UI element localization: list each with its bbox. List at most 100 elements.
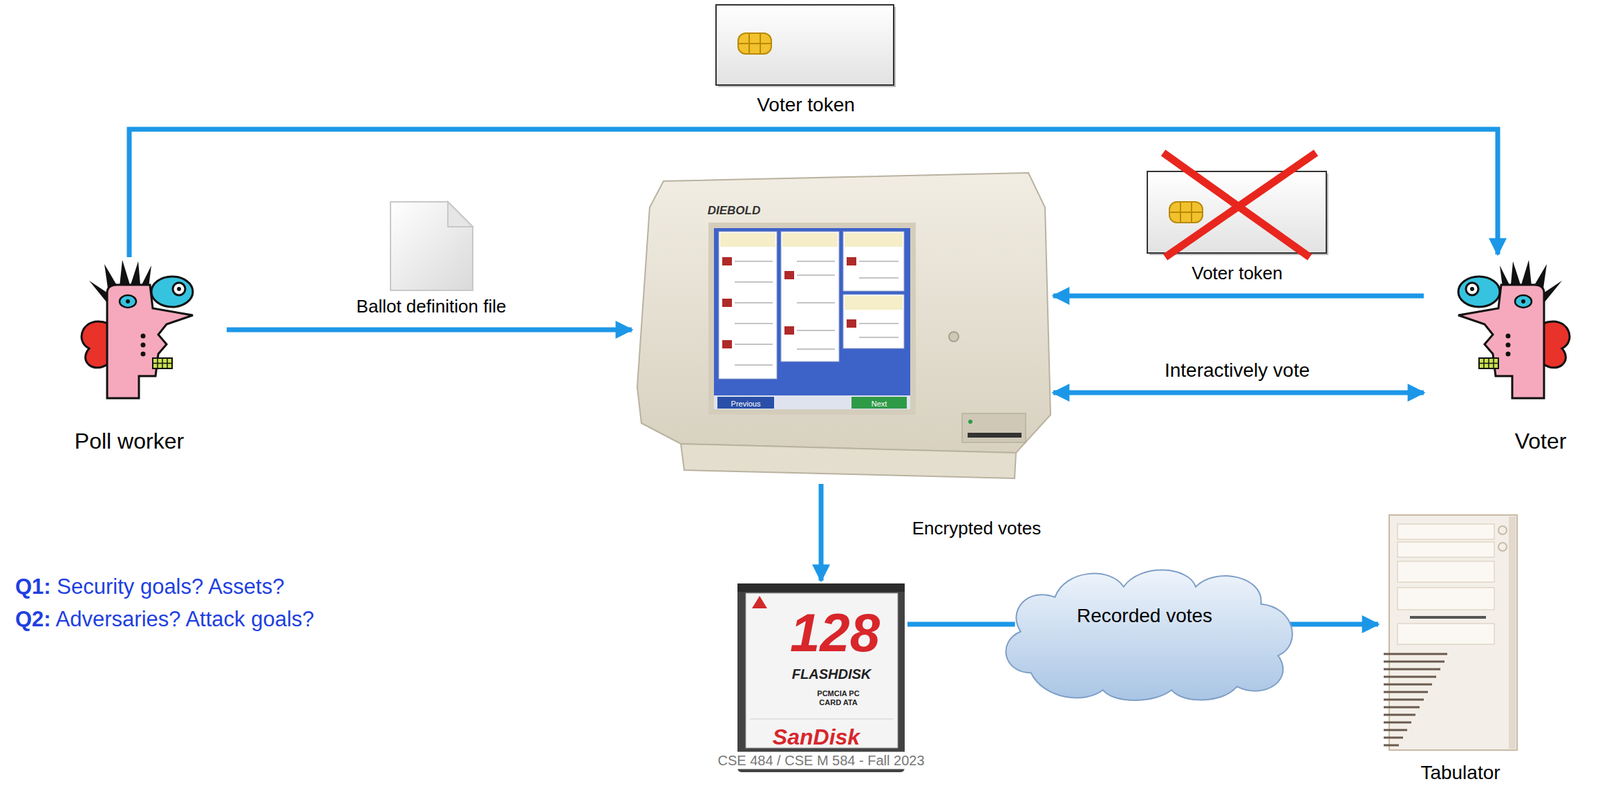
flow-arrow <box>819 483 824 581</box>
button-text: Next <box>871 399 888 409</box>
question-body: Adversaries? Attack goals? <box>51 606 315 632</box>
voting-machine-part <box>796 260 835 262</box>
voter-token-card <box>716 4 896 88</box>
text-slot: CSE 484 / CSE M 584 - Fall 2023 <box>713 751 929 770</box>
capacity-text: 128 <box>789 601 880 665</box>
edge-label: Ballot definition file <box>353 296 510 318</box>
flow-arrow <box>1289 622 1379 627</box>
voting-machine-part <box>713 228 911 410</box>
crossed-token-card-part <box>1190 201 1193 223</box>
text-slot: PCMCIA PC CARD ATA <box>807 689 869 708</box>
voting-machine-part <box>859 336 899 338</box>
tabulator-computer-part <box>1383 668 1441 671</box>
tabulator-computer <box>1383 514 1518 750</box>
voting-machine-part <box>680 443 1016 479</box>
crossed-token-card-part <box>1169 211 1203 213</box>
voting-machine-part <box>784 270 795 280</box>
edge-label: Encrypted votes <box>909 518 1044 540</box>
voting-machine-part <box>843 231 905 291</box>
text-slot: Q1: Security goals? Assets? <box>15 574 285 600</box>
tabulator-computer-part <box>1498 542 1507 551</box>
text-slot: SanDisk <box>772 724 860 750</box>
flow-arrow <box>907 622 1016 627</box>
voting-machine-part <box>796 274 835 276</box>
interface-text: PCMCIA PC CARD ATA <box>807 689 869 707</box>
text-slot: FLASHDISK <box>792 666 871 683</box>
text-slot: Voter token <box>1188 263 1286 285</box>
button-text: Previous <box>731 399 761 409</box>
flash-card-part <box>749 718 894 720</box>
tabulator-computer-part <box>1508 516 1516 749</box>
brand-text: DIEBOLD <box>707 203 761 218</box>
flow-arrow <box>1053 293 1424 299</box>
tabulator-computer-part <box>1383 683 1433 686</box>
flash-card-part <box>737 583 905 773</box>
cloud-outline <box>989 555 1306 704</box>
actor-voter: Voter <box>1444 259 1594 457</box>
voter-token-card-part <box>738 33 772 54</box>
tabulator-computer-part <box>1409 615 1486 619</box>
tabulator-computer-part <box>1397 541 1495 558</box>
voting-machine-part <box>713 395 911 410</box>
text-slot: Next <box>871 396 888 410</box>
file-icon-part <box>390 201 473 291</box>
edge-label: Voter token <box>1188 263 1286 285</box>
text-slot: Ballot definition file <box>353 296 510 318</box>
voting-machine-part <box>734 261 899 365</box>
tabulator-computer-part <box>1383 721 1412 724</box>
voting-machine-part <box>734 260 773 262</box>
text-slot: Recorded votes <box>1076 604 1213 627</box>
text-slot: Voter token <box>754 93 858 117</box>
voting-machine-part <box>637 172 1051 453</box>
tabulator-computer-part <box>1383 713 1416 717</box>
voting-machine-part <box>782 232 838 247</box>
voting-machine-part <box>734 281 773 283</box>
tabulator-computer-part <box>1383 744 1399 747</box>
tabulator-computer-part <box>1383 653 1448 746</box>
voting-machine-part <box>784 326 795 335</box>
tabulator-computer-part <box>1397 561 1495 582</box>
edge-label: Interactively vote <box>1161 359 1313 382</box>
voting-machine-part <box>948 331 959 342</box>
cloud-shape: Recorded votes <box>989 555 1306 704</box>
text-slot: Poll worker <box>74 428 184 455</box>
tabulator-computer-part <box>1383 675 1437 679</box>
voting-machine-part <box>734 364 773 366</box>
voter-token-card-part <box>748 33 750 54</box>
text-slot: DIEBOLD <box>707 203 761 218</box>
question-number: Q2: <box>15 606 52 632</box>
voting-machine-part <box>722 257 857 349</box>
crossed-token-card-part <box>1179 201 1182 223</box>
voting-machine-part <box>722 340 732 349</box>
voting-machine-part <box>859 277 899 279</box>
voting-machine-part <box>846 257 857 266</box>
voting-machine-part <box>722 298 732 307</box>
text-slot: 128 <box>789 601 880 665</box>
voting-machine-part <box>846 319 857 328</box>
flash-card-part <box>751 595 768 609</box>
text-slot: Previous <box>731 396 761 410</box>
text-slot: Tabulator <box>1420 761 1500 784</box>
footer-text: CSE 484 / CSE M 584 - Fall 2023 <box>713 751 929 770</box>
actor-label: Voter <box>1514 428 1567 455</box>
tabulator-computer-part <box>1397 523 1495 540</box>
question-text: Q2: Adversaries? Attack goals? <box>15 606 315 632</box>
crossed-token-card-part <box>1169 201 1203 223</box>
crossed-token-card <box>1147 152 1329 258</box>
cloud-path <box>1005 569 1292 701</box>
text-slot: Voter <box>1514 428 1567 455</box>
voting-machine-part <box>720 232 776 247</box>
flash-card-box: 128FLASHDISK PCMCIA PC CARD ATA SanDisk <box>737 583 905 773</box>
tabulator-computer-part <box>1383 691 1428 694</box>
voting-machine <box>637 172 1051 479</box>
voting-machine-part <box>717 396 775 409</box>
voting-machine-part <box>968 419 973 424</box>
device-label: Tabulator <box>1420 761 1500 784</box>
voting-machine-part <box>796 302 835 304</box>
text-slot: Q2: Adversaries? Attack goals? <box>15 606 315 632</box>
voting-machine-part <box>844 295 903 310</box>
tabulator-computer-part <box>1383 736 1404 739</box>
voting-machine-part <box>722 257 732 266</box>
edge-label: Voter token <box>754 93 858 117</box>
